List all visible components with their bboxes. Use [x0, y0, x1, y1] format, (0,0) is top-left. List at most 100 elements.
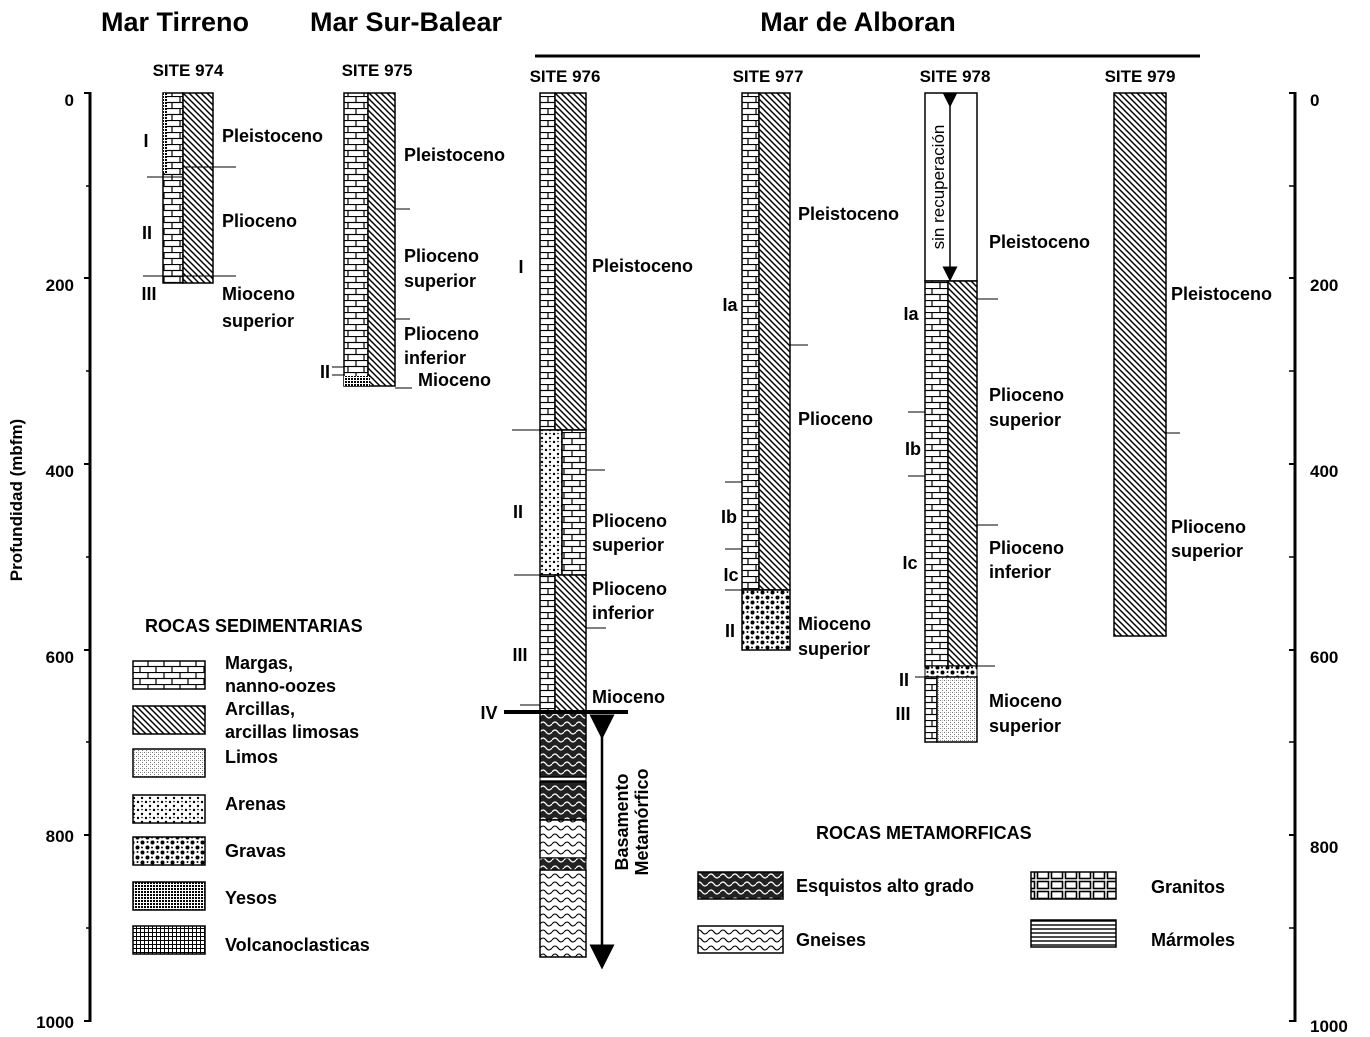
- site-975-column: SITE 975 II Pleistoceno Plioceno superio…: [320, 61, 505, 390]
- site-979-age-plioceno: Plioceno: [1171, 517, 1246, 537]
- legend-swatch-margas: [132, 660, 206, 690]
- legend-metamorphic-title: ROCAS METAMORFICAS: [816, 823, 1032, 843]
- site-978-unit-Ib: Ib: [905, 439, 921, 459]
- site-976-age-mioceno: Mioceno: [592, 687, 665, 707]
- site-977-age-plioceno: Plioceno: [798, 409, 873, 429]
- site-974-column: SITE 974 I II III Pleistoceno Plioceno M…: [141, 61, 323, 331]
- legend-swatch-esquistos: [697, 871, 784, 900]
- left-tick-0: 0: [65, 91, 74, 110]
- site-976-age-plioceno-inf: Plioceno: [592, 579, 667, 599]
- site-978-age-superior: superior: [989, 410, 1061, 430]
- legend-label-margas-1: Margas,: [225, 653, 293, 673]
- site-977-age-pleistoceno: Pleistoceno: [798, 204, 899, 224]
- site-976-age-pleistoceno: Pleistoceno: [592, 256, 693, 276]
- site-974-age-pleistoceno: Pleistoceno: [222, 126, 323, 146]
- legend-swatch-arenas: [132, 794, 206, 824]
- legend-metamorphic: ROCAS METAMORFICAS Esquistos alto grado …: [697, 823, 1235, 954]
- site-979-age-pleistoceno: Pleistoceno: [1171, 284, 1272, 304]
- site-977-column: SITE 977 Ia Ib Ic II Pleistoceno Pliocen…: [721, 67, 899, 659]
- site-976-unit-II: II: [513, 502, 523, 522]
- site-977-unit-Ib: Ib: [721, 507, 737, 527]
- legend-label-granitos: Granitos: [1151, 877, 1225, 897]
- region-title-tirreno: Mar Tirreno: [101, 7, 249, 37]
- site-978-unit-III: III: [895, 704, 910, 724]
- legend-label-esquistos: Esquistos alto grado: [796, 876, 974, 896]
- left-tick-200: 200: [46, 276, 74, 295]
- legend-label-marmoles: Mármoles: [1151, 930, 1235, 950]
- legend-label-arcillas-1: Arcillas,: [225, 699, 295, 719]
- legend-label-gneises: Gneises: [796, 930, 866, 950]
- site-976-unit-IV: IV: [480, 703, 497, 723]
- site-978-age-mioceno: Mioceno: [989, 691, 1062, 711]
- region-title-surbalear: Mar Sur-Balear: [310, 7, 503, 37]
- site-974-label: SITE 974: [153, 61, 224, 80]
- site-978-label: SITE 978: [920, 67, 991, 86]
- site-978-age-pleistoceno: Pleistoceno: [989, 232, 1090, 252]
- legend-sedimentary-title: ROCAS SEDIMENTARIAS: [145, 616, 363, 636]
- left-depth-axis: 0 200 400 600 800 1000 Profundidad (mbfm…: [7, 91, 92, 1032]
- left-tick-400: 400: [46, 462, 74, 481]
- site-976-basement-line1: Basamento: [612, 773, 632, 870]
- site-978-unit-Ia: Ia: [903, 304, 919, 324]
- right-tick-600: 600: [1310, 648, 1338, 667]
- site-978-unit-II: II: [899, 670, 909, 690]
- legend-swatch-marmoles: [1030, 919, 1117, 948]
- left-tick-800: 800: [46, 827, 74, 846]
- legend-sedimentary: ROCAS SEDIMENTARIAS Margas, nanno-oozes …: [132, 616, 370, 955]
- site-975-age-plioceno-sup: Plioceno: [404, 246, 479, 266]
- site-976-basement-line2: Metamórfico: [632, 768, 652, 875]
- site-976-age-plioceno-sup: Plioceno: [592, 511, 667, 531]
- site-978-no-recovery: sin recuperación: [929, 125, 948, 250]
- site-977-unit-Ic: Ic: [723, 565, 738, 585]
- site-976-column: SITE 976 I II III IV Pleistoceno Pliocen…: [480, 67, 693, 970]
- legend-swatch-yesos: [132, 881, 206, 911]
- site-979-age-superior: superior: [1171, 541, 1243, 561]
- legend-label-margas-2: nanno-oozes: [225, 676, 336, 696]
- site-976-unit-I: I: [518, 257, 523, 277]
- site-974-age-plioceno: Plioceno: [222, 211, 297, 231]
- legend-swatch-arcillas: [132, 705, 206, 735]
- left-tick-1000: 1000: [36, 1013, 74, 1032]
- site-975-unit-II: II: [320, 362, 330, 382]
- legend-label-gravas: Gravas: [225, 841, 286, 861]
- legend-swatch-limos: [132, 748, 206, 778]
- site-977-age-mioceno: Mioceno: [798, 614, 871, 634]
- site-974-age-superior: superior: [222, 311, 294, 331]
- site-977-unit-II: II: [725, 621, 735, 641]
- legend-label-arcillas-2: arcillas limosas: [225, 722, 359, 742]
- right-tick-1000: 1000: [1310, 1017, 1348, 1036]
- site-975-age-superior: superior: [404, 271, 476, 291]
- legend-swatch-volcano: [132, 925, 206, 955]
- site-974-age-mioceno: Mioceno: [222, 284, 295, 304]
- site-976-label: SITE 976: [530, 67, 601, 86]
- right-tick-0: 0: [1310, 91, 1319, 110]
- site-979-label: SITE 979: [1105, 67, 1176, 86]
- site-977-age-superior: superior: [798, 639, 870, 659]
- site-978-age-superior-2: superior: [989, 716, 1061, 736]
- legend-label-volcano: Volcanoclasticas: [225, 935, 370, 955]
- site-979-column: SITE 979 Pleistoceno Plioceno superior: [1105, 67, 1272, 637]
- site-978-age-plioceno-sup: Plioceno: [989, 385, 1064, 405]
- legend-swatch-granitos: [1030, 871, 1117, 900]
- site-978-age-inferior: inferior: [989, 562, 1051, 582]
- right-tick-800: 800: [1310, 838, 1338, 857]
- site-975-label: SITE 975: [342, 61, 413, 80]
- site-975-age-inferior: inferior: [404, 348, 466, 368]
- site-974-unit-III: III: [141, 284, 156, 304]
- right-tick-200: 200: [1310, 276, 1338, 295]
- right-tick-400: 400: [1310, 462, 1338, 481]
- depth-axis-label: Profundidad (mbfm): [7, 419, 26, 581]
- region-title-alboran: Mar de Alboran: [760, 7, 956, 37]
- site-974-unit-I: I: [143, 131, 148, 151]
- left-tick-600: 600: [46, 648, 74, 667]
- site-975-age-plioceno-inf: Plioceno: [404, 324, 479, 344]
- legend-label-limos: Limos: [225, 747, 278, 767]
- site-976-age-superior: superior: [592, 535, 664, 555]
- site-978-unit-Ic: Ic: [902, 553, 917, 573]
- site-976-age-inferior: inferior: [592, 603, 654, 623]
- legend-label-arenas: Arenas: [225, 794, 286, 814]
- site-975-age-pleistoceno: Pleistoceno: [404, 145, 505, 165]
- site-975-age-mioceno: Mioceno: [418, 370, 491, 390]
- site-978-column: SITE 978 sin recuperación Ia Ib Ic II II…: [895, 67, 1090, 743]
